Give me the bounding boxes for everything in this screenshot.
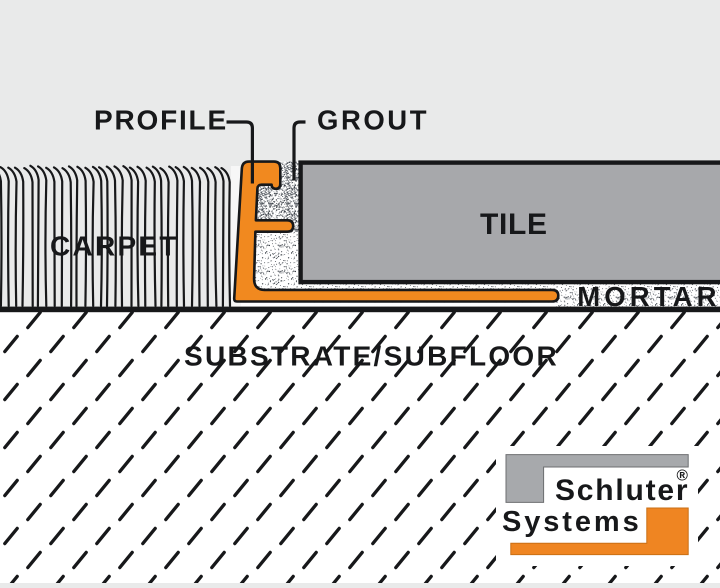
svg-text:Schluter: Schluter: [555, 474, 689, 507]
svg-text:GROUT: GROUT: [317, 105, 429, 136]
svg-text:TILE: TILE: [480, 208, 548, 241]
svg-text:CARPET: CARPET: [50, 230, 179, 261]
svg-text:MORTAR: MORTAR: [577, 281, 720, 312]
svg-text:PROFILE: PROFILE: [94, 104, 228, 135]
svg-text:SUBSTRATE/SUBFLOOR: SUBSTRATE/SUBFLOOR: [184, 341, 559, 372]
svg-text:Systems: Systems: [502, 506, 642, 538]
svg-text:®: ®: [677, 468, 689, 485]
